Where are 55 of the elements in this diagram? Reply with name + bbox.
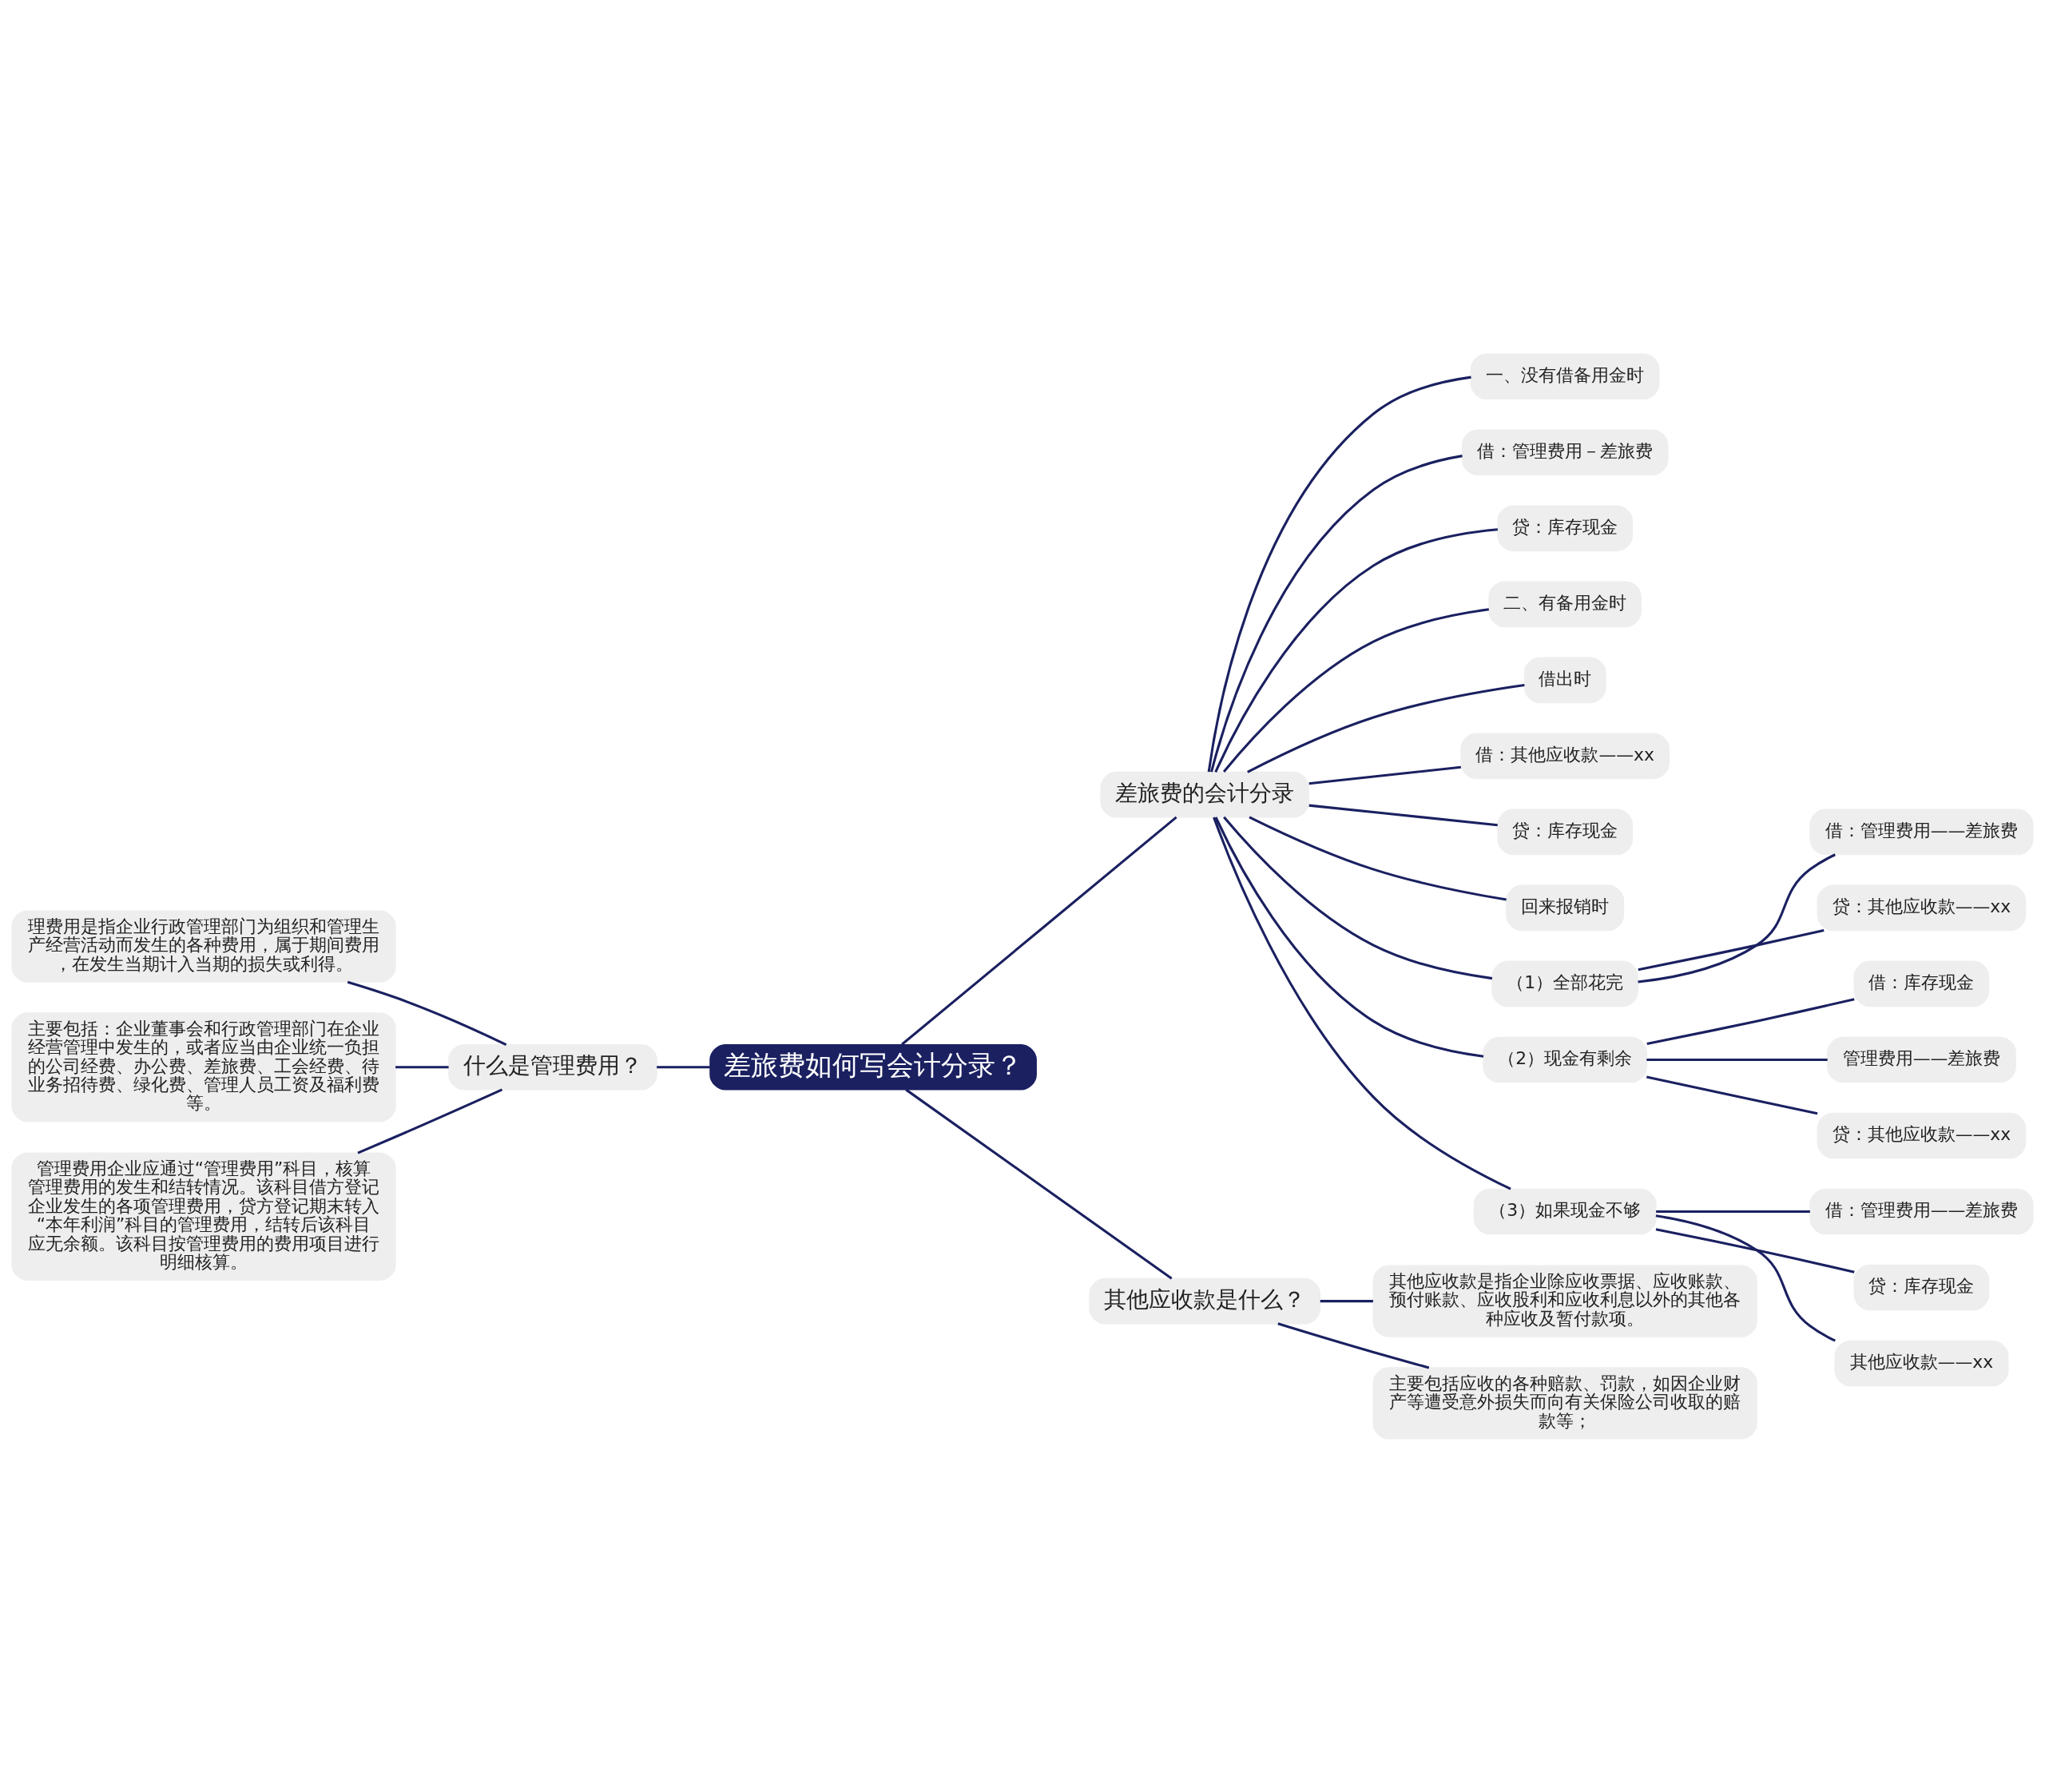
connector	[1249, 815, 1507, 901]
connector	[1277, 1321, 1430, 1369]
connector	[1223, 816, 1493, 979]
node-box: 管理费用——差旅费	[1827, 1036, 2016, 1083]
connector	[1655, 1214, 1836, 1342]
connector	[1222, 607, 1489, 773]
node-box: 主要包括应收的各种赔款、罚款，如因企业财产等遭受意外损失而向有关保险公司收取的赔款等；	[1372, 1366, 1757, 1440]
node-box: 差旅费的会计分录	[1100, 771, 1310, 817]
node-box: 借：其他应收款——xx	[1460, 733, 1670, 779]
node-box: 贷：其他应收款——xx	[1817, 1112, 2027, 1158]
connector	[1656, 1210, 1810, 1213]
node-box: 借：管理费用——差旅费	[1809, 809, 2034, 855]
node-box: 回来报销时	[1506, 884, 1625, 931]
connector	[1213, 816, 1511, 1190]
connector	[1247, 683, 1525, 773]
node-box: 借：库存现金	[1853, 960, 1990, 1007]
connector	[1210, 454, 1463, 773]
node-box: 借：管理费用－差旅费	[1461, 428, 1669, 475]
node-box: 管理费用企业应通过“管理费用”科目，核算管理费用的发生和结转情况。该科目借方登记企业发生的各项管理费用，贷方登记期末转入“本年利润”科目的管理费用，结转后该科目应无余额。该科目按管理费用的费用项目进行明细核算。	[11, 1152, 396, 1281]
node-box: 贷：其他应收款——xx	[1817, 884, 2027, 931]
connector	[657, 1065, 710, 1068]
connector	[357, 1087, 503, 1154]
node-box: （1）全部花完	[1491, 960, 1639, 1007]
node-box: 差旅费如何写会计分录？	[709, 1043, 1037, 1091]
node-box: 主要包括：企业董事会和行政管理部门在企业经营管理中发生的，或者应当由企业统一负担的公司经费、办公费、差旅费、工会经费、待业务招待费、绿化费、管理人员工资及福利费等。	[11, 1011, 396, 1122]
node-box: 贷：库存现金	[1497, 505, 1634, 551]
connector	[347, 980, 507, 1046]
connector	[1308, 804, 1498, 826]
connector	[1638, 928, 1825, 971]
connector	[1646, 1075, 1818, 1115]
connector	[1207, 375, 1471, 772]
connector	[1308, 765, 1461, 785]
node-box: 借：管理费用——差旅费	[1809, 1188, 2034, 1234]
connector	[1214, 816, 1484, 1058]
node-box: 其他应收款是什么？	[1089, 1277, 1321, 1324]
node-box: 什么是管理费用？	[448, 1043, 657, 1091]
connector	[395, 1065, 449, 1068]
node-box: 二、有备用金时	[1488, 581, 1642, 627]
connector	[901, 816, 1177, 1045]
node-box: 借出时	[1523, 657, 1606, 703]
connector	[1214, 527, 1498, 773]
node-box: （3）如果现金不够	[1473, 1188, 1657, 1234]
node-box: 贷：库存现金	[1853, 1264, 1990, 1310]
node-box: （2）现金有剩余	[1483, 1036, 1647, 1083]
connector	[1646, 997, 1855, 1045]
node-box: 其他应收款是指企业除应收票据、应收账款、预付账款、应收股利和应收利息以外的其他各种应收及暂付款项。	[1372, 1264, 1757, 1337]
node-box: 其他应收款——xx	[1834, 1340, 2009, 1386]
node-box: 理费用是指企业行政管理部门为组织和管理生产经营活动而发生的各种费用，属于期间费用，在发生当期计入当期的损失或利得。	[11, 910, 396, 983]
node-box: 贷：库存现金	[1497, 809, 1634, 855]
connector	[1646, 1058, 1828, 1061]
connector	[1655, 1227, 1855, 1273]
node-box: 一、没有借备用金时	[1470, 352, 1660, 399]
connector	[905, 1088, 1173, 1279]
connector	[1638, 852, 1836, 983]
connector	[1320, 1299, 1373, 1302]
